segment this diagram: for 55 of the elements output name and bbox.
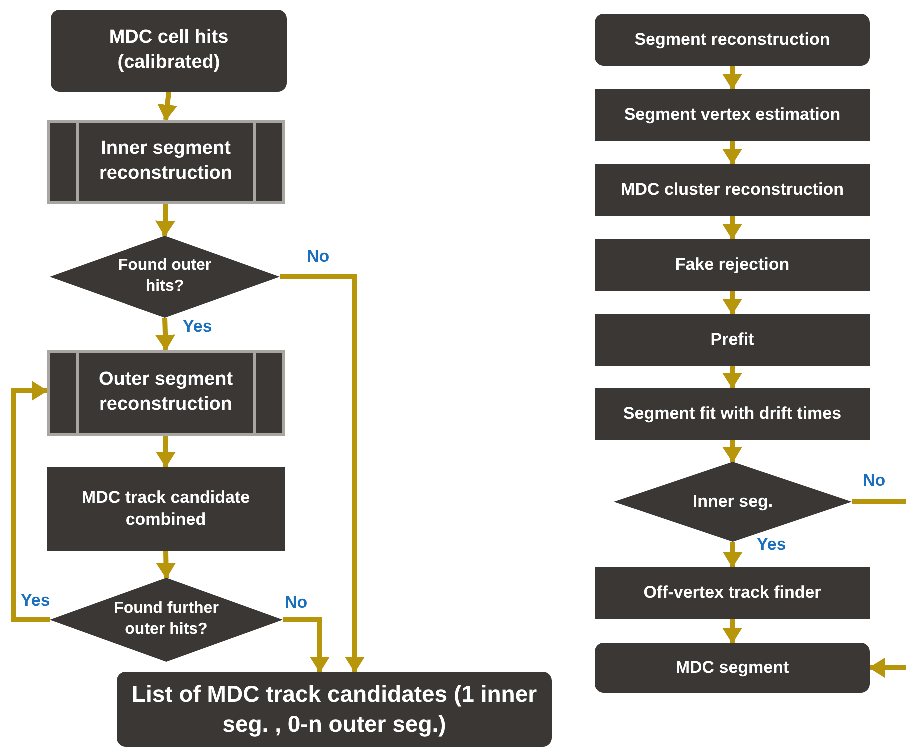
decision-diamond — [50, 578, 283, 662]
edge-label: Yes — [20, 592, 52, 609]
box-label: MDC cell hits (calibrated) — [108, 26, 230, 75]
process-box — [47, 467, 285, 551]
edge-label: No — [306, 248, 331, 265]
decision-diamond — [50, 236, 280, 318]
box-label: MDC track candidate combined — [80, 486, 252, 531]
box-label: MDC segment — [676, 656, 790, 679]
box-label: Inner segment reconstruction — [98, 137, 234, 186]
arrow — [722, 141, 742, 165]
terminal-box — [51, 10, 287, 92]
edge-label: Yes — [182, 318, 214, 335]
box-label: Fake rejection — [675, 254, 790, 276]
process-box — [595, 239, 870, 291]
arrow — [155, 204, 176, 237]
process-box — [595, 89, 870, 141]
box-label: Outer segment reconstruction — [98, 368, 234, 417]
arrow — [722, 66, 742, 90]
arrow — [722, 216, 742, 240]
process-box — [595, 567, 870, 619]
edge-label: No — [862, 472, 887, 489]
box-label: List of MDC track candidates (1 inner seg. , 0-n outer seg.) — [130, 680, 538, 739]
arrow — [156, 550, 176, 579]
predefined-process-box — [47, 350, 285, 436]
box-label: Found outer hits? — [117, 256, 213, 297]
arrow — [156, 318, 176, 351]
box-label: Inner seg. — [692, 490, 774, 513]
arrow — [722, 366, 742, 389]
box-label: Segment fit with drift times — [623, 402, 842, 425]
arrow — [722, 440, 743, 463]
process-box — [595, 164, 870, 216]
arrow — [156, 436, 176, 468]
box-label: MDC cluster reconstruction — [621, 178, 844, 201]
arrow — [158, 92, 178, 121]
arrow — [869, 658, 906, 678]
box-label: Segment reconstruction — [634, 28, 830, 51]
arrow — [283, 618, 330, 673]
terminal-box — [117, 672, 552, 747]
process-box — [595, 388, 870, 440]
terminal-box — [595, 643, 870, 693]
terminal-box — [595, 14, 870, 66]
connector-line — [852, 500, 906, 504]
edge-label: No — [284, 594, 309, 611]
box-label: Segment vertex estimation — [624, 104, 841, 126]
box-label: Prefit — [710, 328, 754, 351]
arrow — [722, 291, 742, 315]
process-box — [595, 314, 870, 366]
arrow — [722, 619, 742, 644]
box-label: Off-vertex track finder — [644, 582, 822, 604]
edge-label: Yes — [756, 536, 788, 553]
arrow — [722, 542, 743, 568]
arrow — [12, 381, 50, 622]
box-label: Found further outer hits? — [113, 599, 220, 640]
predefined-process-box — [47, 120, 285, 204]
arrow — [280, 274, 365, 673]
